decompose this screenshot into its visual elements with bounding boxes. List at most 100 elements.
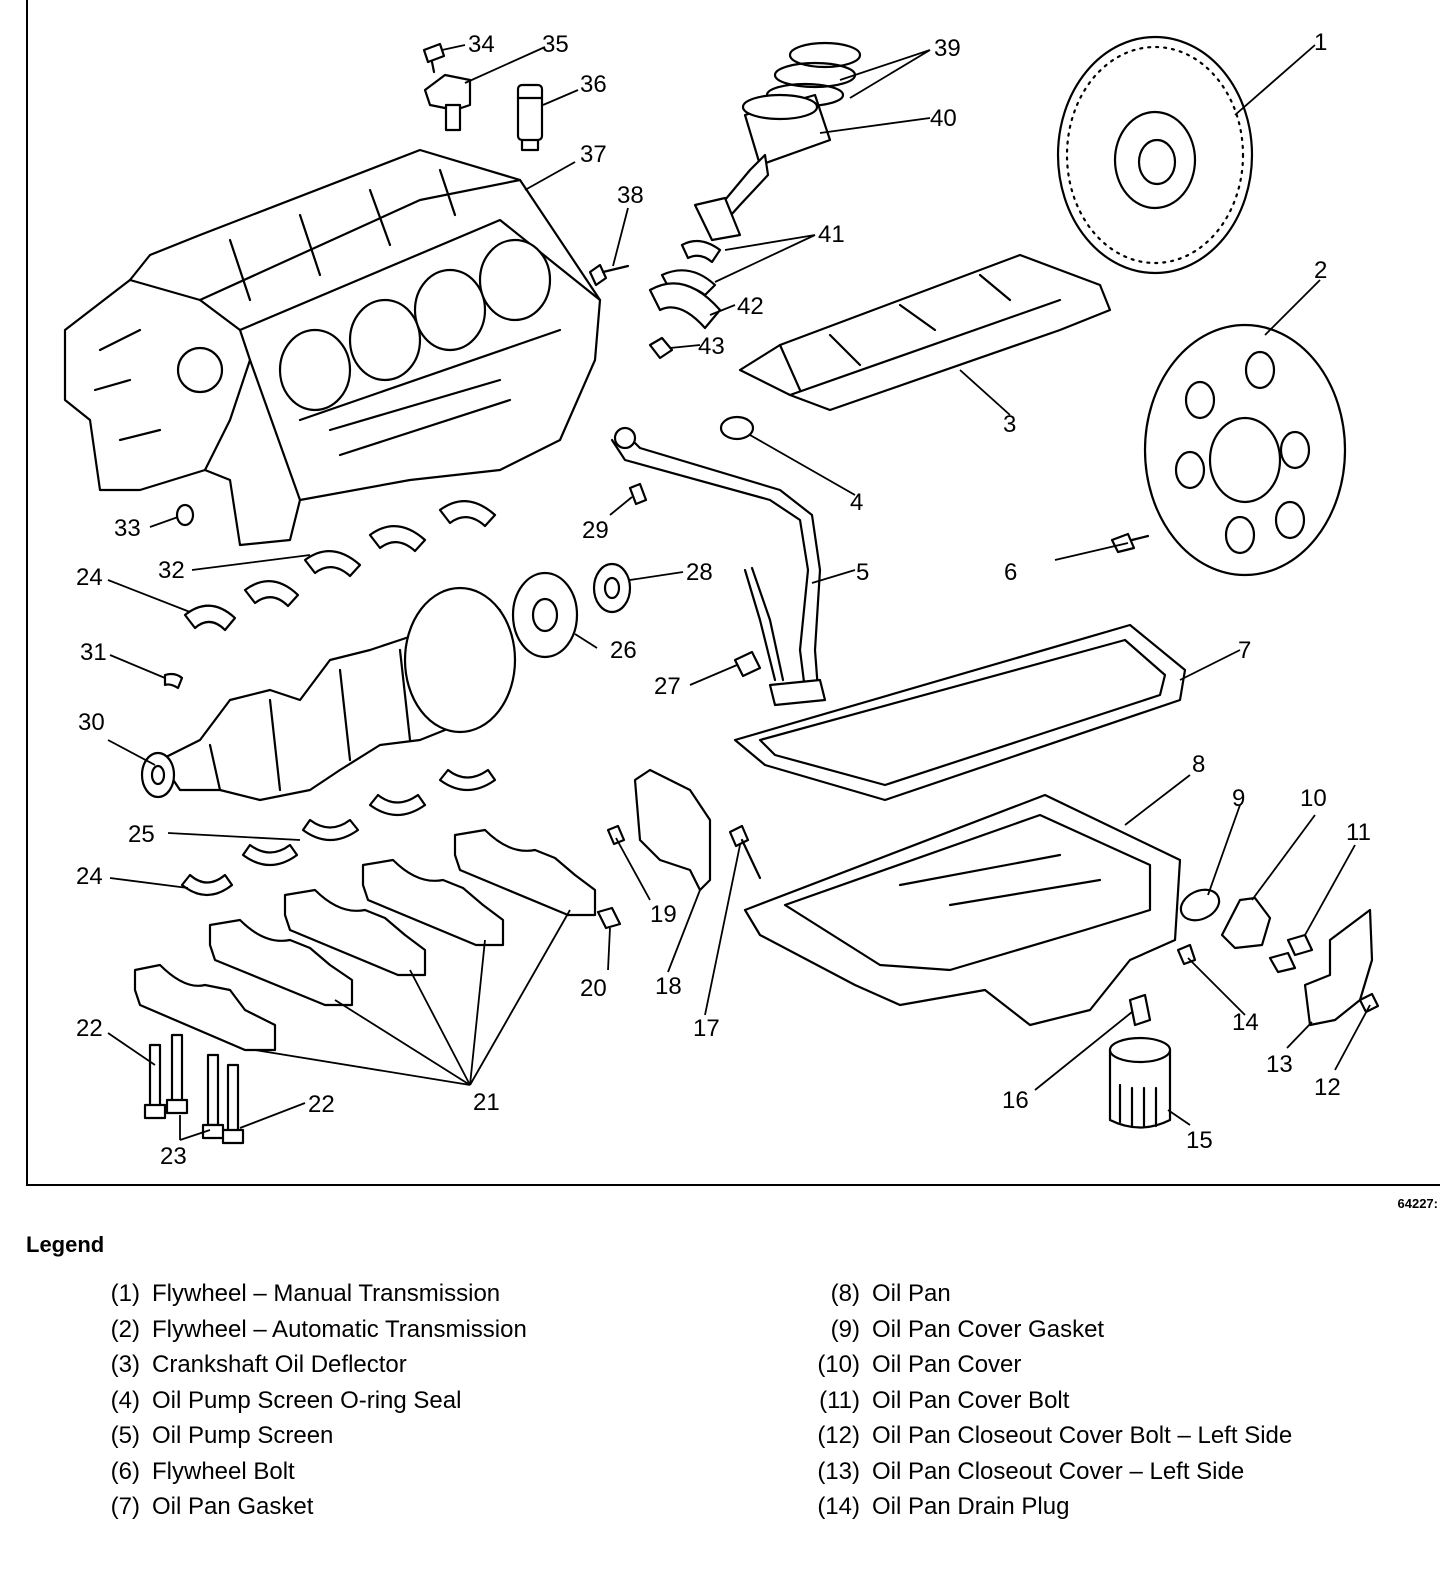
- legend-item-text: Oil Pan Cover Gasket: [872, 1315, 1105, 1343]
- bearing-cap-bolt: [596, 906, 622, 930]
- legend-item-text: Oil Pan Drain Plug: [872, 1493, 1070, 1520]
- callout-42: 42: [737, 293, 764, 320]
- legend-item: (3)Crankshaft Oil Deflector: [70, 1347, 730, 1383]
- legend-item: (1)Flywheel – Manual Transmission: [70, 1276, 730, 1312]
- oil-pan-gasket: [733, 623, 1187, 802]
- callout-13: 13: [1266, 1051, 1293, 1078]
- legend-item-number: (12): [817, 1422, 860, 1449]
- callout-19: 19: [650, 901, 677, 928]
- callout-26: 26: [610, 637, 637, 664]
- callout-11: 11: [1346, 819, 1371, 846]
- callout-43: 43: [698, 333, 725, 360]
- legend-item-text: Oil Pump Screen O-ring Seal: [152, 1386, 462, 1414]
- oil-pan: [743, 793, 1182, 1027]
- callout-23: 23: [160, 1143, 187, 1170]
- legend-item-number: (13): [817, 1457, 860, 1485]
- main-bearing-bolts: [143, 1033, 245, 1145]
- callout-22b: 22: [308, 1091, 335, 1118]
- legend-item-text: Oil Pan: [872, 1280, 951, 1307]
- legend-item: (4) Oil Pump Screen O-ring Seal: [70, 1383, 730, 1419]
- callout-16: 16: [1002, 1087, 1029, 1114]
- upper-bearings: [183, 500, 497, 632]
- legend-title: Legend: [26, 1232, 105, 1257]
- legend-item: (7) Oil Pan Gasket: [70, 1489, 730, 1525]
- callout-30: 30: [78, 709, 105, 736]
- legend-item: (11) Oil Pan Cover Bolt: [790, 1383, 1430, 1419]
- main-bearing-caps: [133, 828, 597, 1052]
- callout-9: 9: [1232, 785, 1245, 812]
- callout-14: 14: [1232, 1009, 1259, 1036]
- callout-24b: 24: [76, 863, 103, 890]
- crankshaft-front-seal: [592, 562, 632, 614]
- callout-15: 15: [1186, 1127, 1213, 1154]
- legend-left-column: (1)Flywheel – Manual Transmission (2) Fly…: [70, 1276, 730, 1525]
- callout-10: 10: [1300, 785, 1327, 812]
- callout-25: 25: [128, 821, 155, 848]
- legend-item-text: Crankshaft Oil Deflector: [152, 1351, 407, 1378]
- legend-item-text: Oil Pan Cover: [872, 1351, 1022, 1378]
- oil-pump-screen-o-ring: [719, 415, 755, 441]
- oil-pan-cover: [1220, 896, 1272, 950]
- piston: [741, 93, 832, 167]
- legend-item-text: Oil Pan Cover Bolt: [872, 1386, 1070, 1414]
- camshaft-position-sensor: [423, 73, 472, 132]
- legend-item: (5) Oil Pump Screen: [70, 1418, 730, 1454]
- legend-item-number: (7): [110, 1493, 140, 1520]
- crankshaft-sprocket: [511, 571, 579, 659]
- callout-18: 18: [655, 973, 682, 1000]
- legend-item-number: (4): [110, 1386, 140, 1414]
- flywheel-manual: [1056, 35, 1254, 275]
- crankshaft-key: [163, 672, 184, 690]
- leader-lines: [107, 44, 1371, 1141]
- legend-item-number: (11): [819, 1386, 860, 1414]
- legend-item: (6)Flywheel Bolt: [70, 1454, 730, 1490]
- cover-bolt: [606, 824, 626, 846]
- crankshaft-sprocket-stud: [733, 650, 762, 678]
- flywheel-bolt: [1110, 532, 1150, 554]
- callout-32: 32: [158, 557, 185, 584]
- connecting-rod-cap: [648, 282, 722, 330]
- legend-item: (9) Oil Pan Cover Gasket: [790, 1312, 1430, 1348]
- oil-pump-cover-plate: [633, 768, 712, 892]
- legend-item-number: (5): [110, 1422, 140, 1449]
- crankshaft-oil-deflector: [738, 253, 1112, 412]
- flywheel-automatic: [1143, 323, 1347, 577]
- connecting-rod: [693, 153, 770, 242]
- oil-pan-cover-bolts: [1268, 933, 1314, 974]
- legend-item-text: Oil Pan Closeout Cover – Left Side: [872, 1457, 1245, 1485]
- callout-34: 34: [468, 31, 495, 58]
- callout-38: 38: [617, 182, 644, 209]
- callout-24a: 24: [76, 564, 103, 591]
- legend-item-text: Oil Pan Closeout Cover Bolt – Left Side: [872, 1422, 1293, 1449]
- oil-pump-screen-nut: [628, 482, 648, 506]
- legend-item-number: (10): [817, 1351, 860, 1378]
- figure-id: 64227:: [1397, 1196, 1438, 1211]
- knock-sensor-bolt: [422, 42, 446, 74]
- legend-item-text: Flywheel Bolt: [152, 1457, 295, 1485]
- callout-29: 29: [582, 517, 609, 544]
- oil-pump-bolt: [728, 824, 762, 880]
- diagram-frame: [26, 0, 1440, 1186]
- legend-item-number: (2): [110, 1315, 140, 1343]
- legend-item-number: (14): [817, 1493, 860, 1520]
- callout-27: 27: [654, 673, 681, 700]
- legend-item-number: (9): [830, 1315, 860, 1343]
- callout-22a: 22: [76, 1015, 103, 1042]
- oil-pressure-sensor: [516, 83, 544, 152]
- legend-item: (12) Oil Pan Closeout Cover Bolt – Left S…: [790, 1418, 1430, 1454]
- callout-5: 5: [856, 559, 869, 586]
- exploded-engine-diagram: 1 2 3 4 5 6 7 8 9 10 11 12 13 14 15 16 1…: [63, 29, 1380, 1170]
- oil-filter-fitting: [1128, 993, 1152, 1027]
- callout-1: 1: [1314, 29, 1327, 56]
- callout-35: 35: [542, 31, 569, 58]
- legend-item-number: (8): [830, 1280, 860, 1307]
- legend-item-number: (1): [110, 1280, 140, 1307]
- legend-item-text: Oil Pump Screen: [152, 1422, 334, 1449]
- legend-item-text: Oil Pan Gasket: [152, 1493, 314, 1520]
- callout-40: 40: [930, 105, 957, 132]
- callout-4: 4: [850, 489, 863, 516]
- legend-item: (10) Oil Pan Cover: [790, 1347, 1430, 1383]
- closeout-cover-bolt: [1358, 992, 1380, 1014]
- callout-numbers: 1 2 3 4 5 6 7 8 9 10 11 12 13 14 15 16 1…: [76, 29, 1371, 1170]
- callout-12: 12: [1314, 1074, 1341, 1101]
